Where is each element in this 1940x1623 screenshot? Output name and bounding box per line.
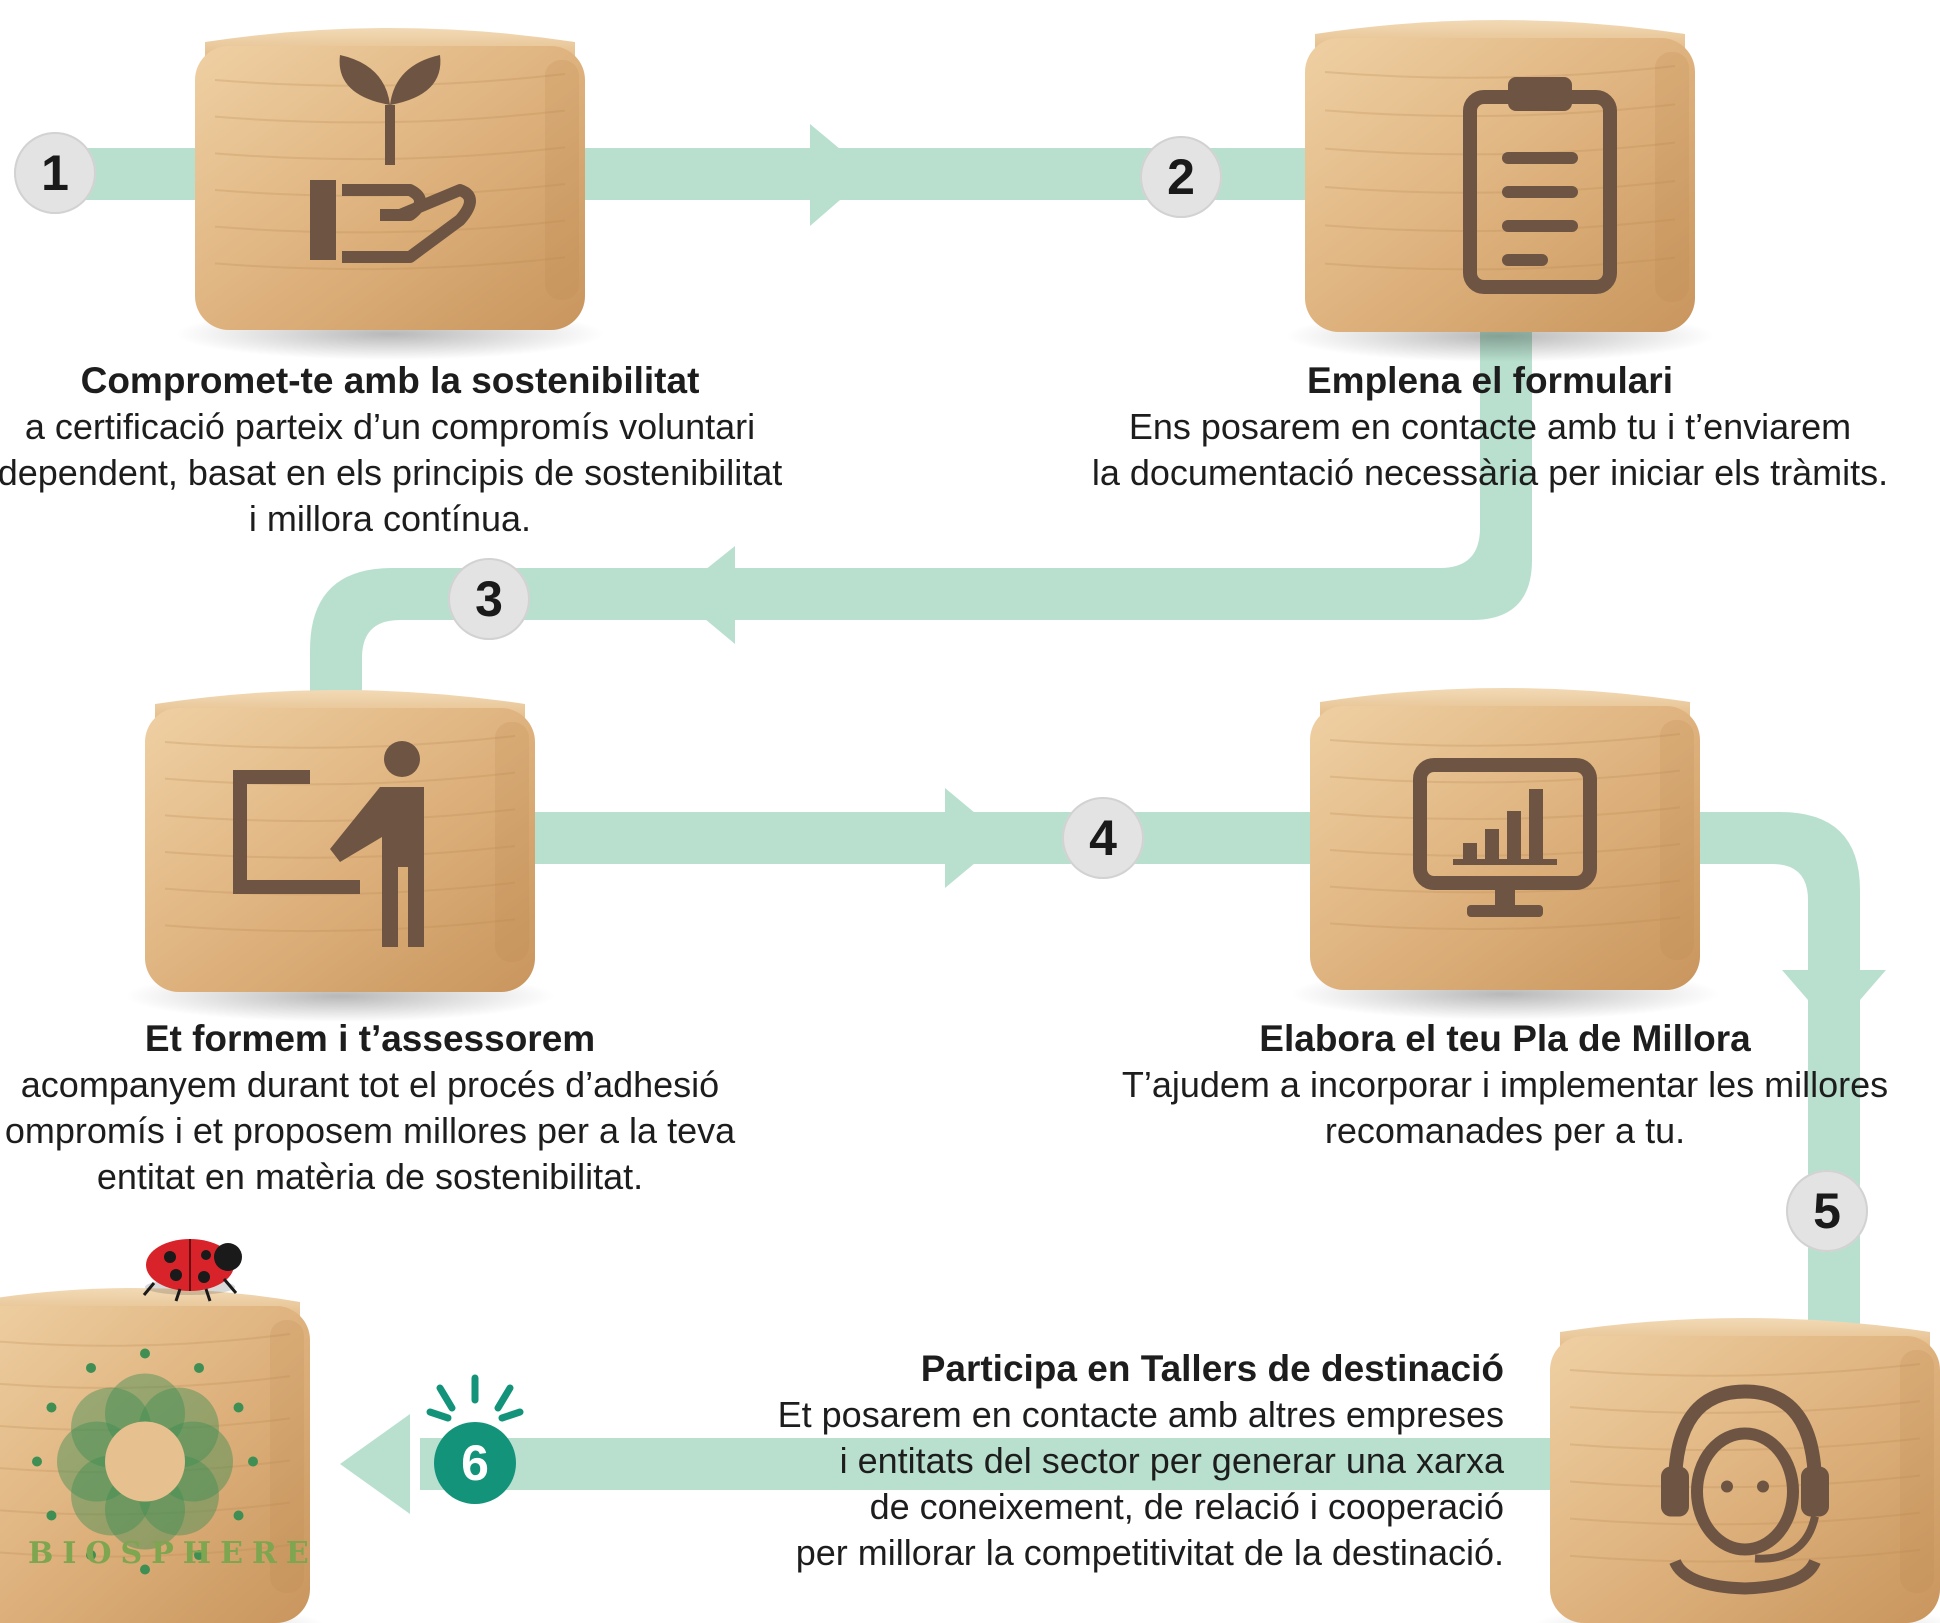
step-5-title: Participa en Tallers de destinació xyxy=(920,1348,1504,1389)
step-5-line: per millorar la competitivitat de la des… xyxy=(795,1532,1504,1573)
wooden-cube xyxy=(1285,20,1715,362)
step-number-badge-3: 3 xyxy=(448,558,530,640)
step-4-title: Elabora el teu Pla de Millora xyxy=(1259,1018,1751,1059)
teacher-board-icon xyxy=(233,741,424,947)
arrow-right xyxy=(945,788,1005,888)
step-number-badge-6: 6 xyxy=(434,1422,516,1504)
arrow-down xyxy=(1782,970,1886,1030)
biosphere-logo-icon xyxy=(32,1348,258,1575)
wooden-cube xyxy=(1290,688,1720,1020)
step-number-badge-2: 2 xyxy=(1140,136,1222,218)
step-number-badge-5: 5 xyxy=(1786,1170,1868,1252)
step-1-text: Compromet-te amb la sostenibilitat a cer… xyxy=(0,358,820,542)
biosphere-logo-text: BIOSPHERE xyxy=(28,1536,318,1571)
step-3-line: acompanyem durant tot el procés d’adhesi… xyxy=(20,1064,720,1105)
step-2-text: Emplena el formulari Ens posarem en cont… xyxy=(1040,358,1940,496)
step-3-text: Et formem i t’assessorem acompanyem dura… xyxy=(0,1016,780,1200)
ladybug-icon xyxy=(142,1239,242,1302)
arrow-left xyxy=(340,1414,410,1514)
step-4-line: recomanades per a tu. xyxy=(1324,1110,1686,1151)
step-1-line: i millora contínua. xyxy=(248,498,532,539)
clipboard-icon xyxy=(1463,77,1617,294)
step-5-line: de coneixement, de relació i cooperació xyxy=(869,1486,1504,1527)
connector-segment xyxy=(310,568,700,700)
connector-segment xyxy=(420,1438,1570,1490)
step-1-title: Compromet-te amb la sostenibilitat xyxy=(80,360,700,401)
step-5-text: Participa en Tallers de destinació Et po… xyxy=(620,1346,1504,1576)
sparkle-icon xyxy=(426,1374,524,1422)
arrow-right xyxy=(810,124,870,226)
wooden-cube xyxy=(0,1288,326,1623)
step-2-line: la documentació necessària per iniciar e… xyxy=(1091,452,1889,493)
step-5-line: i entitats del sector per generar una xa… xyxy=(839,1440,1504,1481)
wooden-cube xyxy=(1533,1318,1940,1623)
step-3-title: Et formem i t’assessorem xyxy=(144,1018,596,1059)
step-3-line: ompromís i et proposem millores per a la… xyxy=(4,1110,736,1151)
step-4-text: Elabora el teu Pla de Millora T’ajudem a… xyxy=(1070,1016,1940,1154)
connector-segment xyxy=(500,812,1320,864)
connector-paths xyxy=(50,124,1886,1514)
arrow-left xyxy=(675,546,735,644)
plant-in-hand-icon xyxy=(310,55,476,263)
step-number-badge-1: 1 xyxy=(14,132,96,214)
step-2-title: Emplena el formulari xyxy=(1307,360,1673,401)
wooden-cube xyxy=(175,28,605,360)
step-3-line: entitat en matèria de sostenibilitat. xyxy=(96,1156,644,1197)
step-2-line: Ens posarem en contacte amb tu i t’envia… xyxy=(1128,406,1852,447)
connector-segment xyxy=(700,300,1532,620)
headset-operator-icon xyxy=(1661,1384,1829,1595)
step-1-line: a certificació parteix d’un compromís vo… xyxy=(24,406,756,447)
wooden-cube xyxy=(125,690,555,1022)
step-5-line: Et posarem en contacte amb altres empres… xyxy=(777,1394,1504,1435)
monitor-chart-icon xyxy=(1413,758,1597,917)
step-4-line: T’ajudem a incorporar i implementar les … xyxy=(1121,1064,1889,1105)
step-1-line: dependent, basat en els principis de sos… xyxy=(0,452,783,493)
step-number-badge-4: 4 xyxy=(1062,797,1144,879)
